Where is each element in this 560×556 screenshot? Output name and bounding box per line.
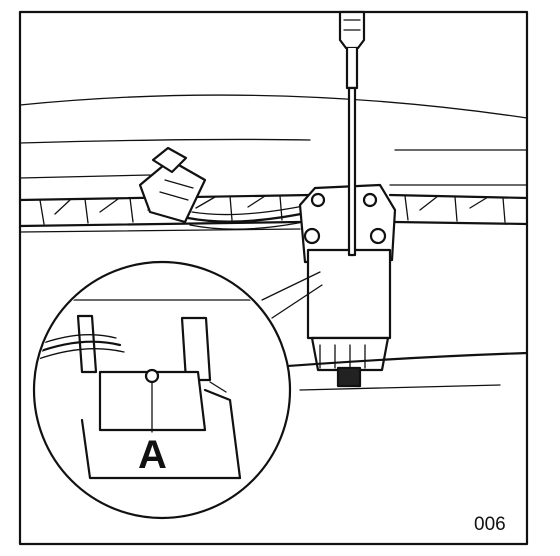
actuator-module xyxy=(298,183,397,388)
callout-label-a: A xyxy=(138,433,167,477)
housing-panel xyxy=(19,94,528,186)
screwdriver-tool xyxy=(338,10,366,257)
ribbed-rail-right xyxy=(388,193,529,226)
figure-number: 006 xyxy=(474,514,506,535)
connector-plug xyxy=(138,146,207,224)
figure-frame xyxy=(18,10,529,546)
detail-circle xyxy=(32,260,292,520)
detail-leader-lines xyxy=(261,271,323,319)
